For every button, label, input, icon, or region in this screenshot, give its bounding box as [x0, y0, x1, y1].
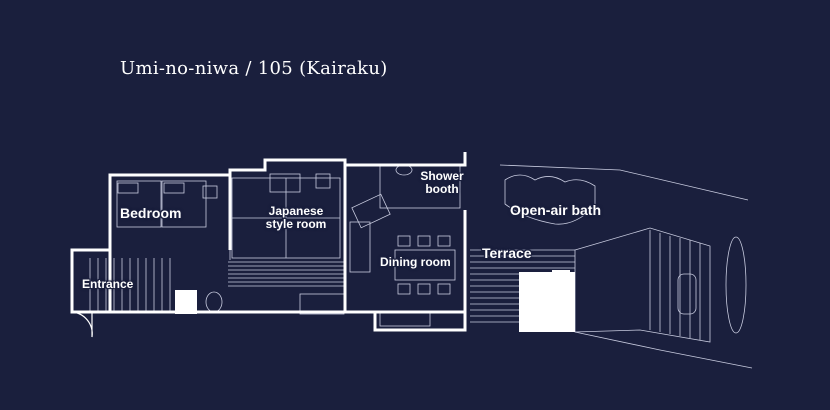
- solid-blocks: [175, 270, 575, 332]
- wall-dining-south: [373, 210, 467, 332]
- room-label-entrance: Entrance: [82, 277, 134, 291]
- bed: [161, 180, 207, 228]
- wall-north: [108, 152, 467, 312]
- lounge-chair: [351, 193, 391, 229]
- bed-pillow: [163, 182, 185, 194]
- page-title: Umi-no-niwa / 105 (Kairaku): [120, 58, 388, 79]
- wall-south: [72, 310, 467, 330]
- terrace-step: [552, 270, 570, 298]
- room-label-shower: Shower booth: [420, 169, 464, 196]
- bed: [116, 180, 162, 228]
- chair: [437, 235, 451, 247]
- ramp-lines: [649, 230, 701, 340]
- toilet: [205, 291, 223, 313]
- outdoor-bathtub: [677, 273, 697, 315]
- bed-pillow: [117, 182, 139, 194]
- low-table: [269, 173, 301, 193]
- sofa: [349, 221, 371, 273]
- chair: [417, 235, 431, 247]
- door-swing: [71, 311, 93, 338]
- night-table: [202, 185, 218, 199]
- garden-edge-bottom: [574, 331, 753, 369]
- dining-table: [394, 249, 456, 281]
- entrance-door: [71, 311, 93, 338]
- entrance-flooring: [89, 258, 171, 312]
- shrubs: [725, 236, 747, 334]
- room-label-openair: Open-air bath: [510, 202, 602, 218]
- room-label-dining: Dining room: [380, 255, 451, 269]
- room-label-japanese: Japanese style room: [265, 204, 327, 231]
- cushion: [315, 173, 331, 189]
- room-label-bedroom: Bedroom: [120, 205, 182, 221]
- corridor-flooring: [228, 261, 345, 287]
- closet: [175, 290, 197, 314]
- walls: [70, 152, 467, 332]
- chair: [397, 235, 411, 247]
- chair: [437, 283, 451, 295]
- sideboard: [379, 311, 431, 327]
- chair: [397, 283, 411, 295]
- bath-rocks: [504, 174, 596, 225]
- garden-edge-top: [499, 164, 749, 201]
- chair: [417, 283, 431, 295]
- room-label-terrace: Terrace: [482, 245, 532, 261]
